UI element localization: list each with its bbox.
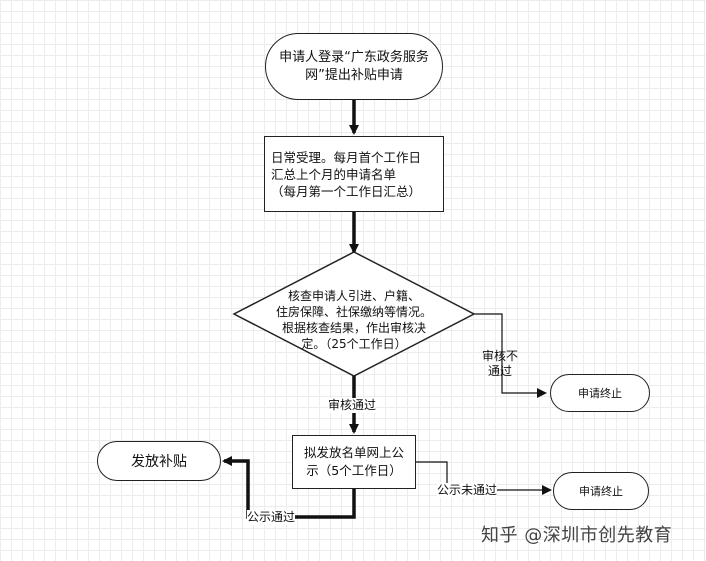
- edge-publish-to-end2: [416, 461, 552, 495]
- end2-node: 申请终止: [553, 472, 649, 510]
- watermark: 知乎 @深圳市创先教育: [481, 525, 673, 546]
- accept-node: 日常受理。每月首个工作日 汇总上个月的申请名单 （每月第一个工作日汇总）: [264, 136, 444, 212]
- start-node-text: 申请人登录“广东政务服务 网”提出补贴申请: [279, 49, 429, 83]
- edge-review-to-end1: [474, 313, 547, 398]
- edge-label-publish-fail: 公示未通过: [437, 483, 498, 498]
- end2-node-text: 申请终止: [579, 485, 623, 498]
- publish-node-text: 拟发放名单网上公 示（5个工作日）: [303, 445, 404, 478]
- grant-node-text: 发放补贴: [131, 454, 187, 470]
- edge-label-review-pass: 审核通过: [328, 398, 377, 413]
- grant-node: 发放补贴: [97, 441, 221, 481]
- end1-node-text: 申请终止: [578, 387, 622, 400]
- review-diamond: [232, 251, 476, 377]
- start-node: 申请人登录“广东政务服务 网”提出补贴申请: [265, 33, 443, 100]
- edge-label-publish-pass: 公示通过: [247, 510, 296, 525]
- accept-node-text: 日常受理。每月首个工作日 汇总上个月的申请名单 （每月第一个工作日汇总）: [271, 150, 422, 199]
- end1-node: 申请终止: [550, 374, 650, 412]
- review-node-text: 核查申请人引进、户籍、 住房保障、社保缴纳等情况。 根据核查结果，作出审核决 定…: [275, 289, 432, 351]
- publish-node: 拟发放名单网上公 示（5个工作日）: [292, 435, 416, 489]
- edge-label-review-fail: 审核不 通过: [482, 349, 519, 378]
